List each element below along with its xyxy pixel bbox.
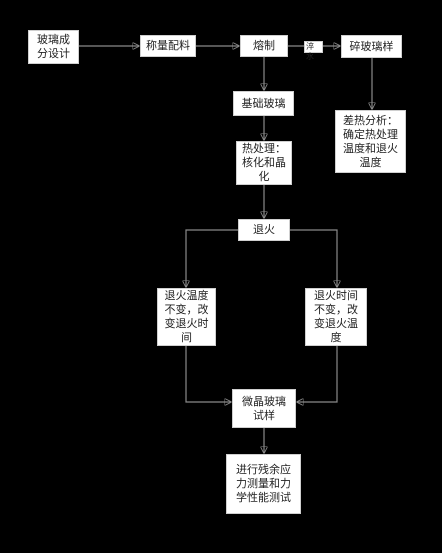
- node-anneal: 退火: [238, 219, 290, 241]
- edge-anneal-to-left: [186, 229, 238, 287]
- node-base-glass: 基础玻璃: [233, 91, 294, 116]
- node-left-branch: 退火温度 不变，改 变退火时 间: [157, 288, 216, 346]
- edge-left-to-sample: [185, 346, 231, 402]
- edge-label-water: 淬水: [304, 41, 323, 61]
- node-test: 进行残余应 力测量和力 学性能测试: [226, 454, 301, 514]
- node-right-branch: 退火时间 不变，改 变退火温 度: [305, 288, 367, 346]
- node-glass-design: 玻璃成 分设计: [28, 30, 79, 64]
- node-weigh-batch: 称量配料: [140, 35, 196, 57]
- edge-anneal-to-right: [290, 229, 337, 287]
- node-melt: 熔制: [240, 35, 288, 57]
- edge-right-to-sample: [297, 346, 338, 402]
- node-sample: 微晶玻璃 试样: [232, 389, 296, 428]
- node-heat-treatment: 热处理： 核化和晶 化: [236, 141, 292, 185]
- node-broken-glass: 碎玻璃样: [341, 35, 402, 58]
- node-dsc-analysis: 差热分析： 确定热处理 温度和退火 温度: [335, 110, 406, 173]
